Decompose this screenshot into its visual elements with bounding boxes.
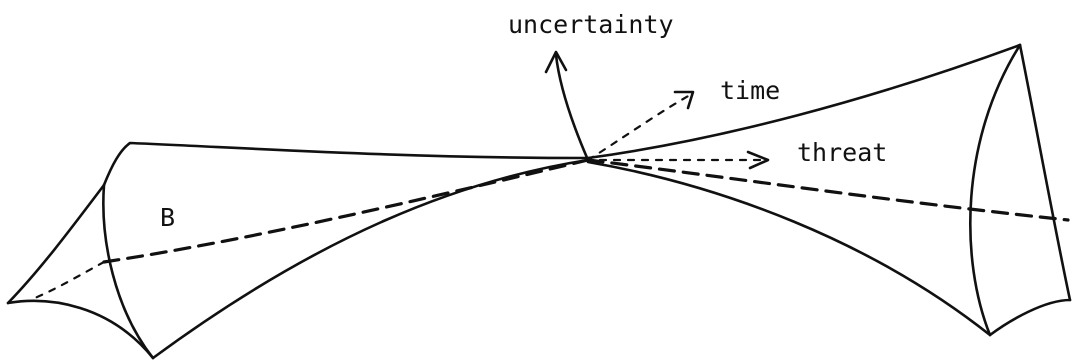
right-lobe <box>586 43 1072 337</box>
right-lobe-bottom-edge <box>586 160 992 337</box>
left-lobe-front-edge <box>102 183 155 360</box>
left-lobe-flap-upper <box>6 183 106 305</box>
right-lobe-back-edge <box>1018 43 1072 302</box>
left-lobe-flap-lower <box>6 299 155 360</box>
left-lobe-bottom-edge <box>151 158 590 360</box>
right-lobe-lower-cusp <box>988 298 1072 337</box>
region-b-label: B <box>160 203 175 232</box>
left-lobe <box>6 141 590 360</box>
right-hidden-fold-line <box>586 158 1070 222</box>
threat-label: threat <box>797 138 887 167</box>
time-arrowhead <box>673 90 695 110</box>
left-hidden-fold-tail <box>28 260 106 302</box>
left-hidden-fold-line <box>102 158 590 264</box>
time-axis-line <box>586 93 692 162</box>
uncertainty-axis-line <box>554 53 590 162</box>
time-label: time <box>720 76 780 105</box>
hidden-edges <box>28 158 1070 302</box>
left-lobe-top-edge <box>102 141 590 187</box>
uncertainty-label: uncertainty <box>508 10 674 39</box>
axes <box>544 50 770 170</box>
right-lobe-front-edge <box>969 43 1022 337</box>
right-lobe-top-edge <box>586 43 1022 160</box>
threat-arrowhead <box>746 150 770 170</box>
uncertainty-arrowhead <box>544 50 568 74</box>
